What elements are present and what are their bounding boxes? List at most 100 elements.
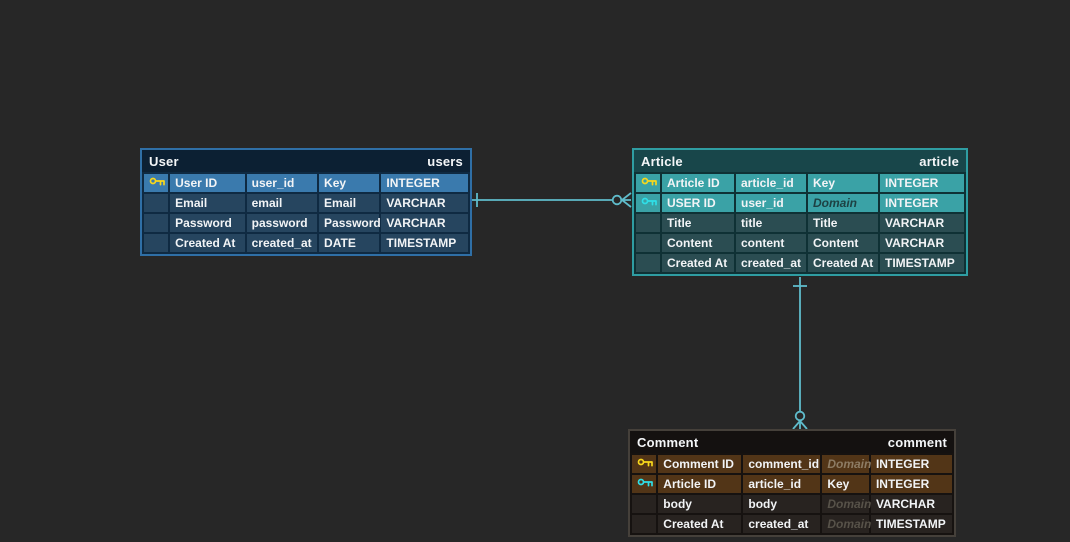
primary-key-icon	[144, 174, 169, 192]
column-type: VARCHAR	[381, 194, 468, 212]
column-physical-name: email	[246, 194, 318, 212]
column-type: TIMESTAMP	[870, 515, 952, 533]
column-type: INTEGER	[880, 174, 964, 192]
column-type: VARCHAR	[381, 214, 468, 232]
column-physical-name: body	[743, 495, 821, 513]
relationship-article-comment[interactable]	[792, 277, 808, 430]
column-domain: Email	[319, 194, 380, 212]
column-domain: Title	[808, 214, 878, 232]
icon-cell-empty	[636, 234, 660, 252]
key-glyph	[641, 177, 657, 186]
column-physical-name: user_id	[246, 174, 318, 192]
column-physical-name: comment_id	[743, 455, 821, 473]
column-logical-name: User ID	[170, 174, 245, 192]
column-domain: Key	[822, 475, 869, 493]
crow-foot-many-marker	[792, 420, 808, 430]
icon-cell-empty	[632, 495, 657, 513]
table-physical-name: article	[919, 153, 959, 169]
column-physical-name: article_id	[736, 174, 806, 192]
column-logical-name: Title	[662, 214, 734, 232]
column-type: INTEGER	[870, 475, 952, 493]
column-physical-name: created_at	[736, 254, 806, 272]
column-physical-name: created_at	[246, 234, 318, 252]
column-type: VARCHAR	[880, 234, 964, 252]
primary-key-icon	[632, 455, 657, 473]
crow-foot-many-marker	[621, 192, 632, 208]
icon-cell-empty	[636, 254, 660, 272]
table-physical-name: users	[427, 153, 463, 169]
column-logical-name: Article ID	[662, 174, 734, 192]
key-glyph	[637, 478, 653, 487]
column-type: VARCHAR	[870, 495, 952, 513]
column-domain: Domain	[822, 455, 871, 473]
key-glyph	[149, 177, 165, 186]
column-physical-name: content	[736, 234, 806, 252]
column-physical-name: password	[246, 214, 318, 232]
column-type: VARCHAR	[880, 214, 964, 232]
key-glyph	[637, 458, 653, 467]
column-logical-name: USER ID	[662, 194, 734, 212]
table-title: User	[149, 153, 179, 169]
table-header[interactable]: User users	[142, 150, 470, 172]
icon-cell-empty	[144, 194, 169, 212]
icon-cell-empty	[144, 234, 169, 252]
column-domain: Password	[319, 214, 381, 232]
table-physical-name: comment	[887, 434, 947, 450]
column-type: INTEGER	[880, 194, 964, 212]
column-domain: Key	[808, 174, 878, 192]
table-header[interactable]: Comment comment	[630, 431, 954, 453]
column-type: INTEGER	[870, 455, 952, 473]
column-type: TIMESTAMP	[880, 254, 964, 272]
column-domain: Created At	[808, 254, 878, 272]
icon-cell-empty	[636, 214, 660, 232]
column-logical-name: Created At	[662, 254, 734, 272]
cardinality-zero-marker	[611, 194, 623, 206]
table-header[interactable]: Article article	[634, 150, 966, 172]
foreign-key-icon	[636, 194, 660, 212]
table-title: Article	[641, 153, 683, 169]
key-glyph	[641, 197, 657, 206]
column-logical-name: Comment ID	[658, 455, 742, 473]
column-domain: Domain	[808, 194, 878, 212]
icon-cell-empty	[144, 214, 169, 232]
column-domain: Key	[319, 174, 380, 192]
column-logical-name: Password	[170, 214, 245, 232]
column-physical-name: title	[736, 214, 806, 232]
column-physical-name: article_id	[743, 475, 821, 493]
column-physical-name: created_at	[743, 515, 821, 533]
column-logical-name: body	[658, 495, 742, 513]
column-domain: Domain	[822, 495, 871, 513]
relationship-users-article[interactable]	[472, 192, 632, 208]
column-logical-name: Article ID	[658, 475, 742, 493]
column-logical-name: Content	[662, 234, 734, 252]
column-logical-name: Created At	[658, 515, 742, 533]
primary-key-icon	[636, 174, 660, 192]
foreign-key-icon	[632, 475, 657, 493]
table-title: Comment	[637, 434, 699, 450]
cardinality-zero-marker	[794, 410, 806, 422]
column-logical-name: Email	[170, 194, 245, 212]
column-domain: DATE	[319, 234, 380, 252]
column-logical-name: Created At	[170, 234, 245, 252]
column-type: TIMESTAMP	[381, 234, 468, 252]
